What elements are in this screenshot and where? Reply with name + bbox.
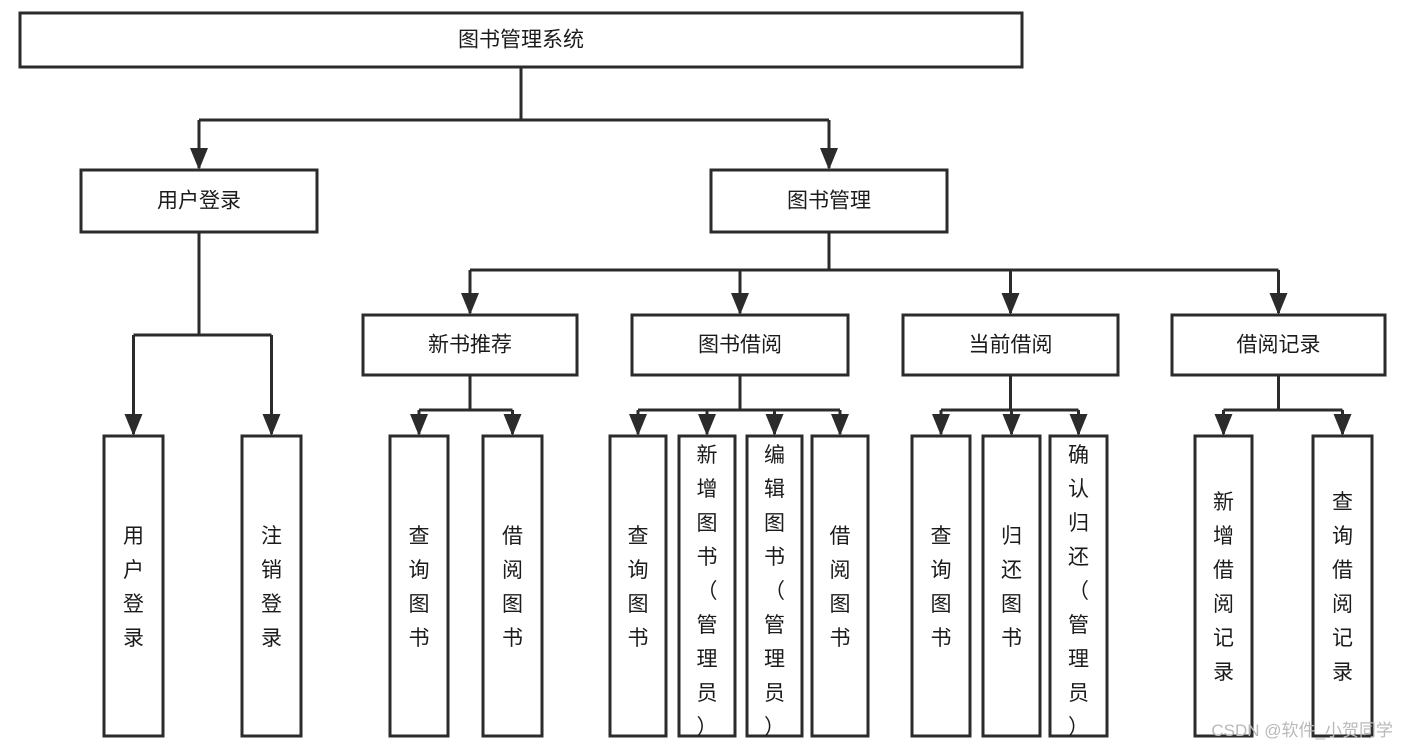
node-leaf-12-查询借阅记录-rect[interactable] <box>1311 434 1374 738</box>
node-level2-当前借阅-rect[interactable] <box>901 313 1120 377</box>
node-leaf-2-查询图书-label: 查询图书 <box>409 525 430 650</box>
node-leaf-0-用户登录[interactable]: 用户登录 <box>102 434 165 738</box>
node-leaf-9-归还图书-rect[interactable] <box>981 434 1042 738</box>
arrow-head-icon-level2-当前借阅-leaves-2 <box>1069 414 1088 436</box>
node-level2-新书推荐-rect[interactable] <box>361 313 579 377</box>
node-leaf-4-查询图书-label: 查询图书 <box>628 525 649 650</box>
node-level1-用户登录[interactable]: 用户登录 <box>79 168 319 234</box>
arrow-head-icon-level2-图书借阅-leaves-2 <box>765 414 784 436</box>
node-leaf-11-新增借阅记录-rect[interactable] <box>1193 434 1254 738</box>
arrow-head-icon-book-mgmt-to-level2-3 <box>1269 293 1288 315</box>
node-leaf-6-编辑图书管理员[interactable]: 编辑图书（管理员） <box>745 434 804 739</box>
node-leaf-8-查询图书-label: 查询图书 <box>931 525 952 650</box>
node-level1-用户登录-rect[interactable] <box>79 168 319 234</box>
node-leaf-10-确认归还管理员[interactable]: 确认归还（管理员） <box>1048 434 1109 739</box>
node-leaf-1-注销登录-rect[interactable] <box>240 434 303 738</box>
node-leaf-10-确认归还管理员-rect[interactable] <box>1048 434 1109 738</box>
arrow-head-icon-level2-图书借阅-leaves-0 <box>629 414 647 436</box>
arrow-head-icon-root-to-level1-1 <box>820 148 838 170</box>
node-leaf-6-编辑图书管理员-rect[interactable] <box>745 434 804 738</box>
arrow-head-icon-level2-当前借阅-leaves-0 <box>932 414 950 436</box>
arrow-head-icon-user-login-leaves-1 <box>262 414 281 436</box>
arrow-head-icon-book-mgmt-to-level2-2 <box>1001 293 1020 315</box>
node-root-图书管理系统[interactable]: 图书管理系统 <box>18 11 1024 69</box>
node-leaf-11-新增借阅记录[interactable]: 新增借阅记录 <box>1193 434 1254 738</box>
node-leaf-5-新增图书管理员[interactable]: 新增图书（管理员） <box>677 434 737 739</box>
node-level2-借阅记录[interactable]: 借阅记录 <box>1170 313 1387 377</box>
arrow-head-icon-book-mgmt-to-level2-0 <box>461 293 479 315</box>
arrow-head-icon-level2-借阅记录-leaves-1 <box>1333 414 1352 436</box>
node-leaf-3-借阅图书-label: 借阅图书 <box>502 525 523 650</box>
node-leaf-0-用户登录-label: 用户登录 <box>123 525 144 650</box>
node-level2-借阅记录-rect[interactable] <box>1170 313 1387 377</box>
node-leaf-1-注销登录[interactable]: 注销登录 <box>240 434 303 738</box>
node-level2-图书借阅[interactable]: 图书借阅 <box>630 313 850 377</box>
node-level2-借阅记录-label: 借阅记录 <box>1237 334 1321 357</box>
node-leaf-7-借阅图书[interactable]: 借阅图书 <box>810 434 870 738</box>
node-level1-图书管理-label: 图书管理 <box>787 190 871 213</box>
arrow-head-icon-level2-新书推荐-leaves-0 <box>410 414 428 436</box>
node-leaf-5-新增图书管理员-label: 新增图书（管理员） <box>697 444 718 739</box>
node-level2-新书推荐[interactable]: 新书推荐 <box>361 313 579 377</box>
node-leaf-8-查询图书[interactable]: 查询图书 <box>910 434 972 738</box>
arrow-head-icon-root-to-level1-0 <box>190 148 208 170</box>
node-leaf-3-借阅图书[interactable]: 借阅图书 <box>481 434 544 738</box>
node-leaf-7-借阅图书-label: 借阅图书 <box>830 525 851 650</box>
node-level2-图书借阅-label: 图书借阅 <box>698 334 782 357</box>
arrow-head-icon-level2-图书借阅-leaves-3 <box>831 414 849 436</box>
node-leaf-7-借阅图书-rect[interactable] <box>810 434 870 738</box>
arrow-head-icon-level2-图书借阅-leaves-1 <box>698 414 716 436</box>
node-leaf-4-查询图书[interactable]: 查询图书 <box>608 434 668 738</box>
node-root-图书管理系统-label: 图书管理系统 <box>458 29 584 52</box>
arrow-head-icon-user-login-leaves-0 <box>124 414 143 436</box>
node-level2-图书借阅-rect[interactable] <box>630 313 850 377</box>
node-leaf-9-归还图书-label: 归还图书 <box>1001 525 1022 650</box>
arrow-head-icon-level2-当前借阅-leaves-1 <box>1002 414 1021 436</box>
node-leaf-10-确认归还管理员-label: 确认归还（管理员） <box>1068 444 1089 739</box>
node-leaf-12-查询借阅记录[interactable]: 查询借阅记录 <box>1311 434 1374 738</box>
node-level2-当前借阅-label: 当前借阅 <box>969 334 1053 357</box>
node-leaf-5-新增图书管理员-rect[interactable] <box>677 434 737 738</box>
node-level2-新书推荐-label: 新书推荐 <box>428 334 512 357</box>
node-level1-用户登录-label: 用户登录 <box>157 190 241 213</box>
node-leaf-4-查询图书-rect[interactable] <box>608 434 668 738</box>
node-leaf-11-新增借阅记录-label: 新增借阅记录 <box>1213 491 1234 684</box>
node-level2-当前借阅[interactable]: 当前借阅 <box>901 313 1120 377</box>
node-leaf-2-查询图书[interactable]: 查询图书 <box>388 434 450 738</box>
node-leaf-2-查询图书-rect[interactable] <box>388 434 450 738</box>
node-leaf-6-编辑图书管理员-label: 编辑图书（管理员） <box>764 444 785 739</box>
arrow-head-icon-level2-借阅记录-leaves-0 <box>1214 414 1233 436</box>
arrow-head-icon-book-mgmt-to-level2-1 <box>731 293 749 315</box>
arrow-head-icon-level2-新书推荐-leaves-1 <box>503 414 522 436</box>
node-root-图书管理系统-rect[interactable] <box>18 11 1024 69</box>
node-leaf-12-查询借阅记录-label: 查询借阅记录 <box>1332 491 1353 684</box>
node-level1-图书管理[interactable]: 图书管理 <box>709 168 949 234</box>
node-leaf-0-用户登录-rect[interactable] <box>102 434 165 738</box>
node-leaf-9-归还图书[interactable]: 归还图书 <box>981 434 1042 738</box>
node-leaf-3-借阅图书-rect[interactable] <box>481 434 544 738</box>
node-level1-图书管理-rect[interactable] <box>709 168 949 234</box>
node-leaf-1-注销登录-label: 注销登录 <box>261 525 282 650</box>
node-leaf-8-查询图书-rect[interactable] <box>910 434 972 738</box>
